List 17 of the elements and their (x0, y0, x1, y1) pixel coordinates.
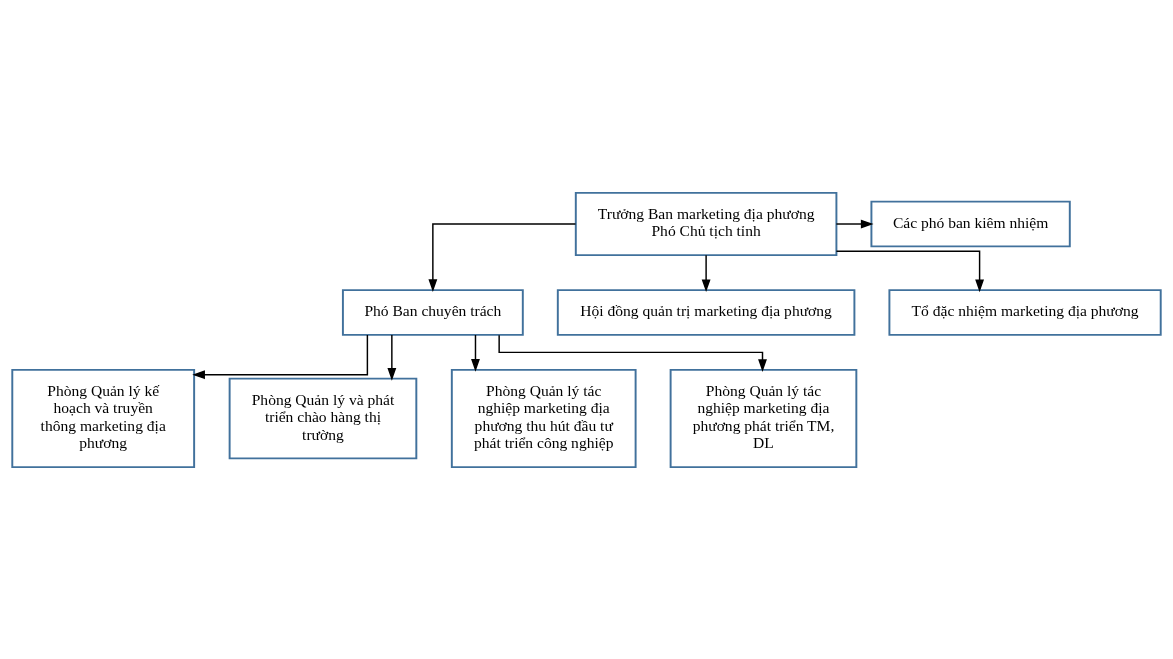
node-box: Phòng Quản lý tác nghiệp marketing địa phương thu hút đầu tư phát triển công nghiệp (450, 368, 637, 468)
node-box: Trưởng Ban marketing địa phương Phó Chủ tịch tỉnh (574, 191, 838, 256)
node-box: Phó Ban chuyên trách (341, 288, 524, 336)
node-box: Các phó ban kiêm nhiệm (870, 200, 1071, 247)
arrow (192, 333, 369, 379)
arrow (835, 250, 985, 292)
arrow (428, 222, 577, 292)
arrow (387, 333, 397, 381)
node-box: Phòng Quản lý và phát triển chào hàng thị trường (228, 377, 418, 459)
arrow (498, 334, 767, 372)
node-box: Phòng Quản lý kế hoạch và truyền thông marketing địa phương (11, 368, 196, 468)
node-box: Tổ đặc nhiệm marketing địa phương (888, 288, 1162, 336)
arrow (471, 333, 480, 372)
arrow (701, 253, 711, 292)
arrow (835, 219, 874, 228)
node-box: Phòng Quản lý tác nghiệp marketing địa phương phát triển TM, DL (669, 368, 858, 468)
node-box: Hội đồng quản trị marketing địa phương (556, 288, 856, 336)
